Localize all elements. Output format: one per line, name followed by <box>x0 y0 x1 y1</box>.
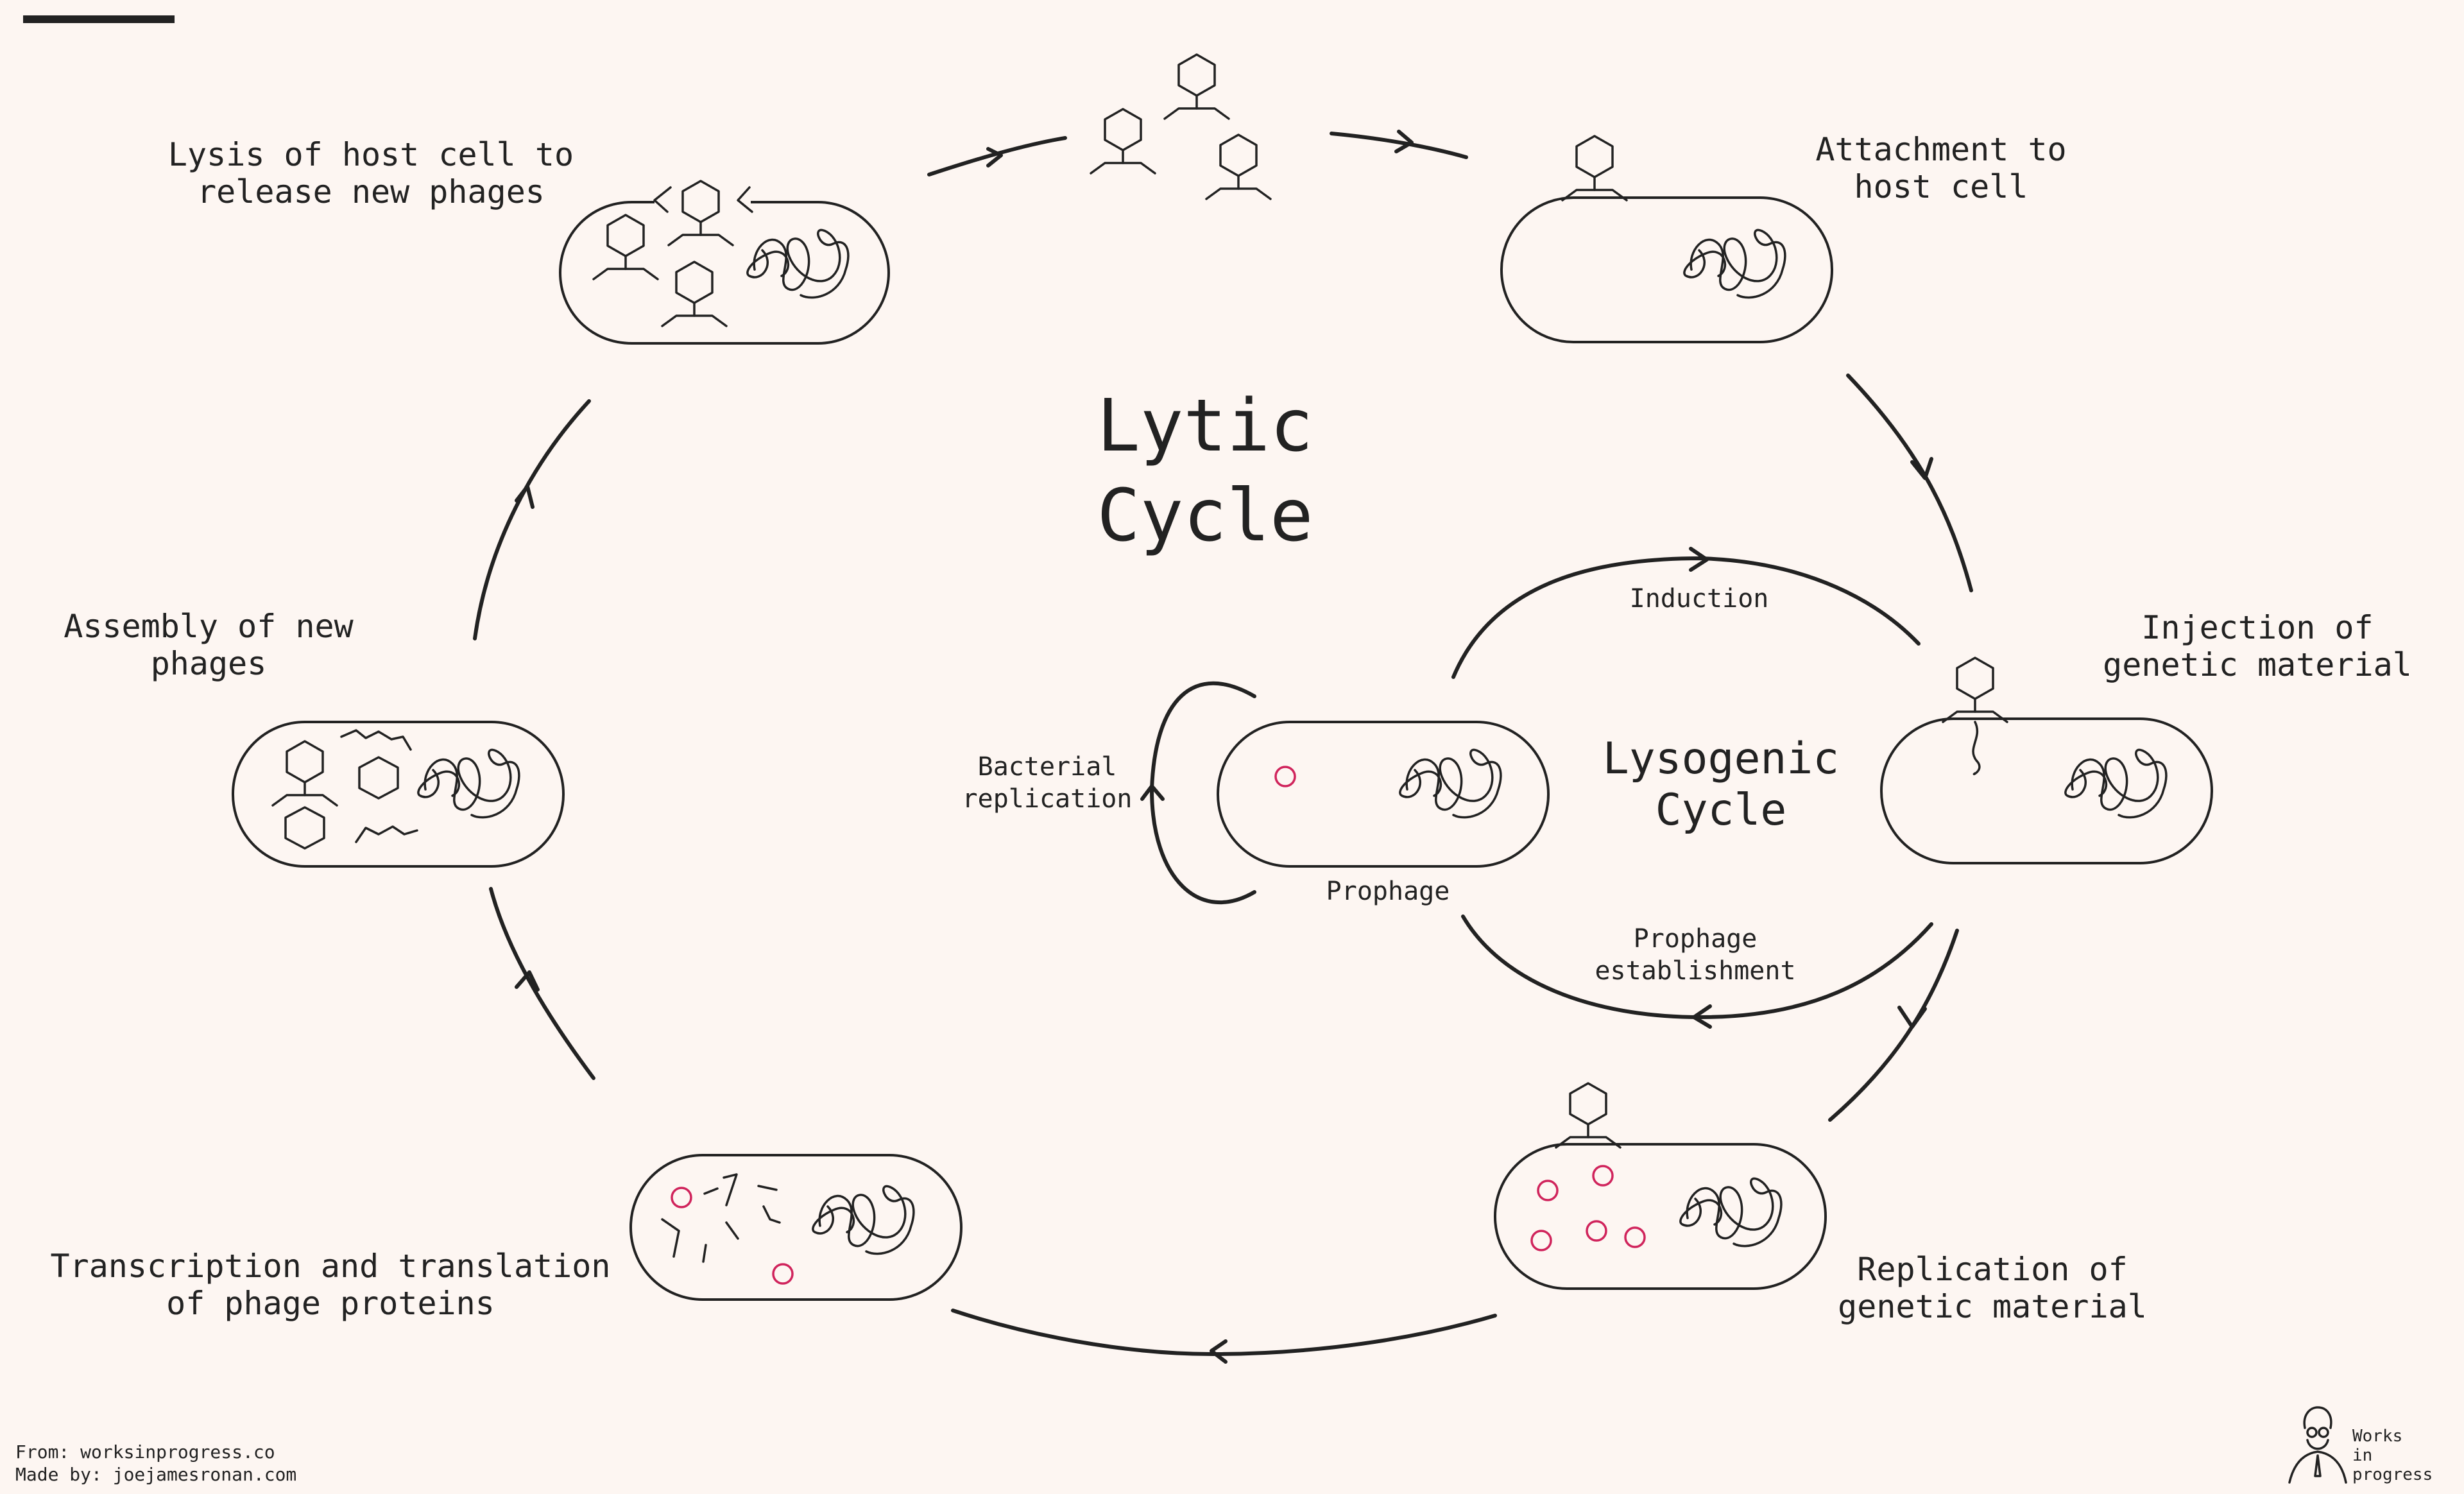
logo-line-1: Works <box>2352 1427 2402 1446</box>
label-replication-2: genetic material <box>1838 1288 2147 1325</box>
label-prophage-establishment-1: Prophage <box>1634 924 1758 954</box>
label-bacterial-replication-1: Bacterial <box>978 752 1117 782</box>
logo-line-3: progress <box>2352 1465 2433 1484</box>
cell-injection <box>1880 657 2213 864</box>
cell-lysis <box>558 180 891 345</box>
cell-attachment <box>1500 135 1833 343</box>
lytic-cycle-arrows <box>473 130 1973 1364</box>
lysogenic-title-line1: Lysogenic <box>1603 734 1839 784</box>
label-prophage-establishment-2: establishment <box>1595 956 1795 986</box>
footer-made-by: Made by: joejamesronan.com <box>15 1464 296 1485</box>
label-lysis-1: Lysis of host cell to <box>168 136 574 173</box>
label-bacterial-replication-2: replication <box>963 784 1133 814</box>
label-replication-1: Replication of <box>1857 1251 2127 1288</box>
cell-transcription <box>629 1154 963 1301</box>
step-labels: Attachment to host cell Injection of gen… <box>51 131 2412 1325</box>
label-lysis-2: release new phages <box>197 173 545 210</box>
cell-assembly <box>232 721 565 868</box>
lysogenic-cycle-arrows <box>1140 547 1933 1029</box>
prophage-marker <box>1274 766 1296 787</box>
portrait-icon <box>2288 1406 2347 1484</box>
label-assembly-2: phages <box>151 645 267 682</box>
label-injection-2: genetic material <box>2103 646 2412 683</box>
label-attachment-2: host cell <box>1854 168 2028 205</box>
label-injection-1: Injection of <box>2141 609 2373 646</box>
label-prophage: Prophage <box>1326 877 1450 906</box>
label-attachment-1: Attachment to <box>1815 131 2066 168</box>
free-phages <box>1090 53 1272 200</box>
label-transcription-2: of phage proteins <box>166 1285 495 1322</box>
footer-from: From: worksinprogress.co <box>15 1441 275 1463</box>
lytic-title-line1: Lytic <box>1097 384 1313 468</box>
logo-line-2: in <box>2352 1446 2372 1465</box>
label-assembly-1: Assembly of new <box>64 608 354 645</box>
cell-prophage <box>1217 721 1550 868</box>
lysogenic-title-line2: Cycle <box>1656 785 1787 836</box>
cell-replication <box>1494 1082 1827 1290</box>
lytic-title-line2: Cycle <box>1097 474 1313 558</box>
works-in-progress-logo: Works in progress <box>2288 1406 2433 1484</box>
label-induction: Induction <box>1630 584 1769 614</box>
label-transcription-1: Transcription and translation <box>51 1248 611 1285</box>
